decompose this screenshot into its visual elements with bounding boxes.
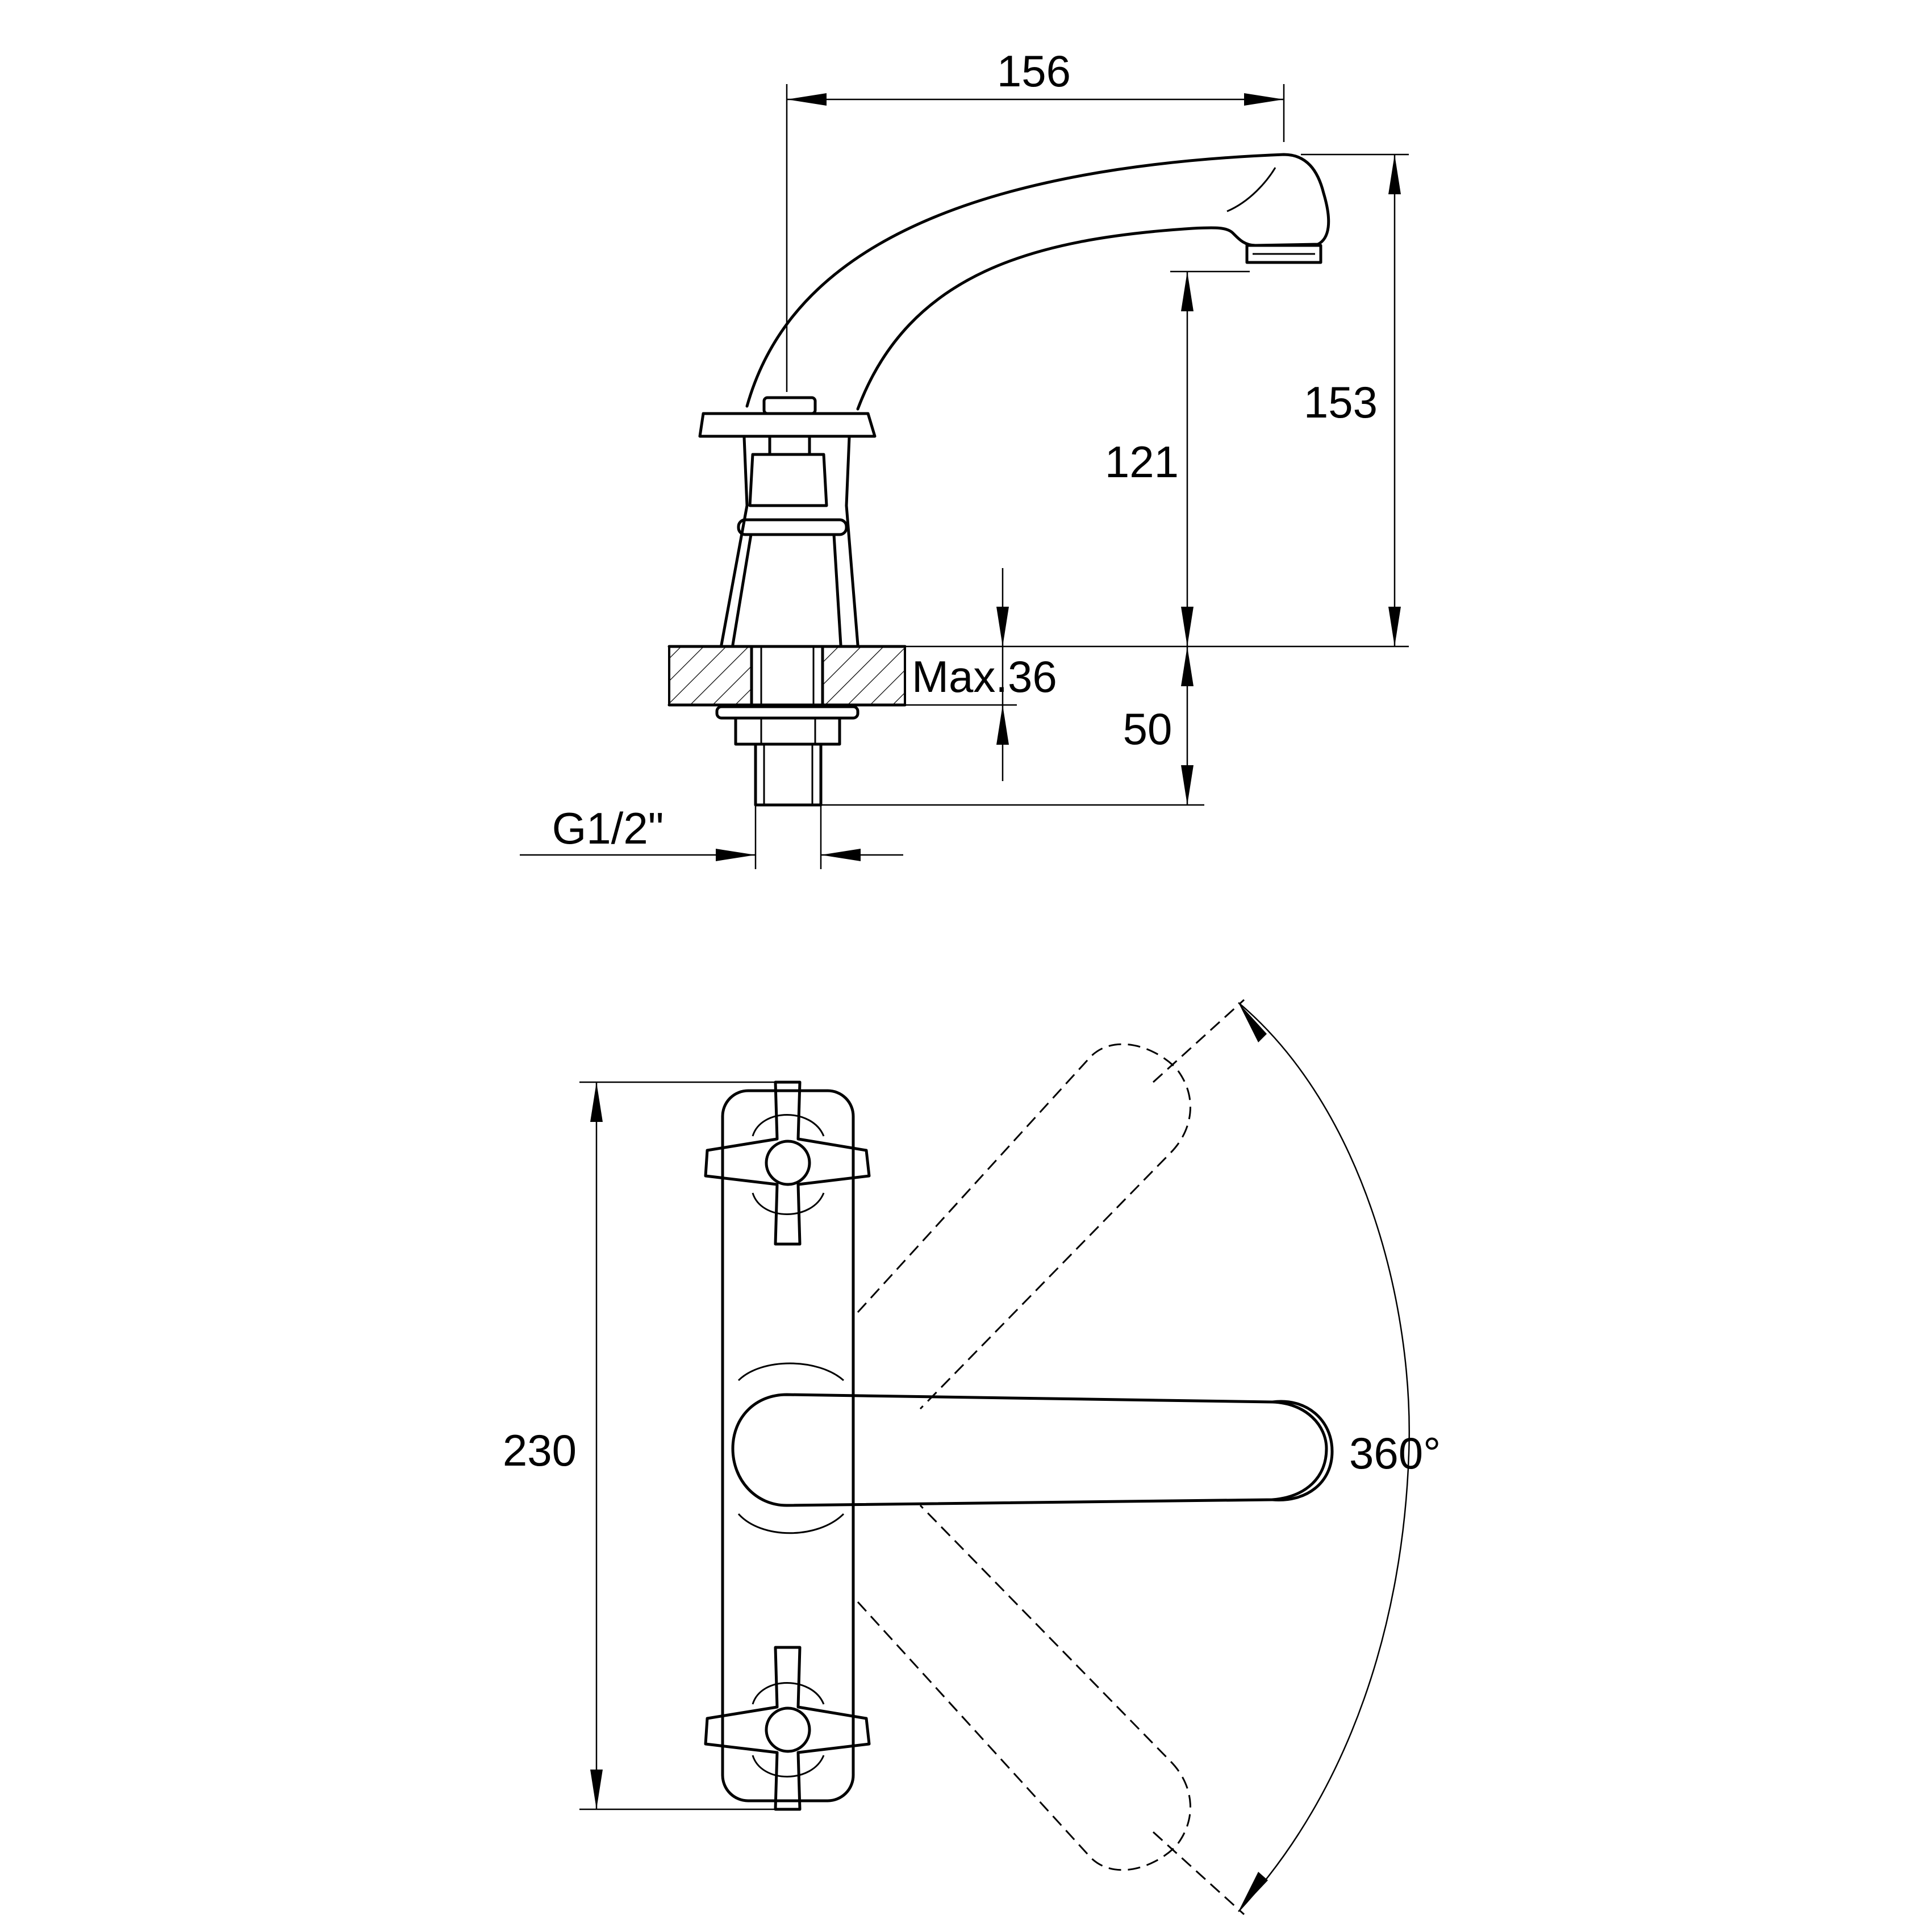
- dimension-121-label: 121: [1105, 437, 1179, 487]
- dimension-153-label: 153: [1304, 377, 1378, 427]
- shank-nut: [715, 705, 859, 807]
- cross-handle-side: [698, 396, 877, 456]
- cross-handle-top-upper: [704, 1080, 871, 1246]
- dimension-max36-label: Max.36: [912, 652, 1057, 702]
- dimension-thread-label: G1/2": [552, 803, 664, 853]
- dimension-230-label: 230: [503, 1425, 577, 1475]
- tap-body: [720, 436, 859, 646]
- base-plate: [721, 1089, 855, 1802]
- dimension-50-label: 50: [1123, 704, 1172, 754]
- spout-rotation-ghosts: [857, 999, 1245, 1916]
- dimension-thread: G1/2": [520, 803, 903, 869]
- spout: [745, 153, 1330, 411]
- deck-section: [667, 645, 907, 707]
- dimension-153: 153: [1301, 153, 1409, 646]
- side-view: 156 153 121 Max.36: [520, 46, 1409, 869]
- dimension-max36: Max.36: [905, 568, 1057, 781]
- dimension-230: 230: [503, 1081, 795, 1810]
- dimension-360: 360°: [1238, 1002, 1441, 1912]
- spout-top: [731, 1393, 1328, 1507]
- pivot-arc-top: [737, 1362, 844, 1382]
- dimension-156: 156: [786, 46, 1285, 392]
- spout-tip-outline: [1271, 1400, 1334, 1501]
- pivot-arc-bottom: [737, 1513, 845, 1534]
- dimension-121: 121: [1105, 270, 1250, 646]
- dimension-360-label: 360°: [1349, 1428, 1441, 1478]
- dimension-156-label: 156: [997, 46, 1071, 96]
- cross-handle-top-lower: [704, 1646, 871, 1811]
- dimension-50: 50: [821, 646, 1204, 806]
- top-view: 230 360°: [503, 999, 1441, 1916]
